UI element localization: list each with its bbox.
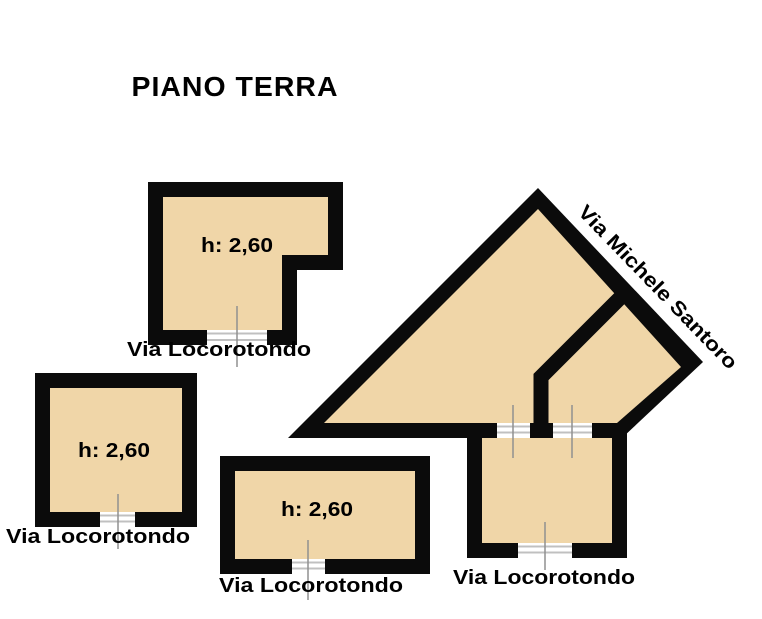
unit-top-left-height-label: h: 2,60 — [201, 235, 273, 257]
unit-top-left — [148, 182, 343, 367]
unit-bottom-center-floor — [235, 471, 415, 559]
unit-middle-left — [35, 373, 197, 549]
unit-bottom-center — [220, 456, 430, 600]
unit-bottom-center-height-label: h: 2,60 — [281, 499, 353, 521]
main-unit-partition-wall — [533, 285, 633, 438]
unit-top-left-window — [207, 306, 267, 367]
street-label-top-left: Via Locorotondo — [127, 339, 311, 361]
street-label-middle-left: Via Locorotondo — [6, 526, 190, 548]
unit-bottom-right — [467, 423, 627, 558]
main-unit-window-right — [553, 405, 592, 458]
unit-bottom-right-window — [518, 522, 572, 570]
main-unit-floor — [324, 209, 681, 423]
unit-bottom-right-floor — [482, 438, 612, 543]
street-label-bottom-right: Via Locorotondo — [453, 567, 635, 589]
street-label-bottom-center: Via Locorotondo — [219, 575, 403, 597]
main-unit-window-left — [497, 405, 530, 458]
unit-top-left-floor — [163, 197, 328, 330]
plan-title: PIANO TERRA — [132, 71, 339, 102]
unit-middle-left-height-label: h: 2,60 — [78, 440, 150, 462]
unit-middle-left-floor — [50, 388, 182, 512]
unit-middle-left-window — [100, 494, 135, 549]
unit-main-triangle — [288, 188, 703, 438]
unit-bottom-center-window — [292, 540, 325, 600]
